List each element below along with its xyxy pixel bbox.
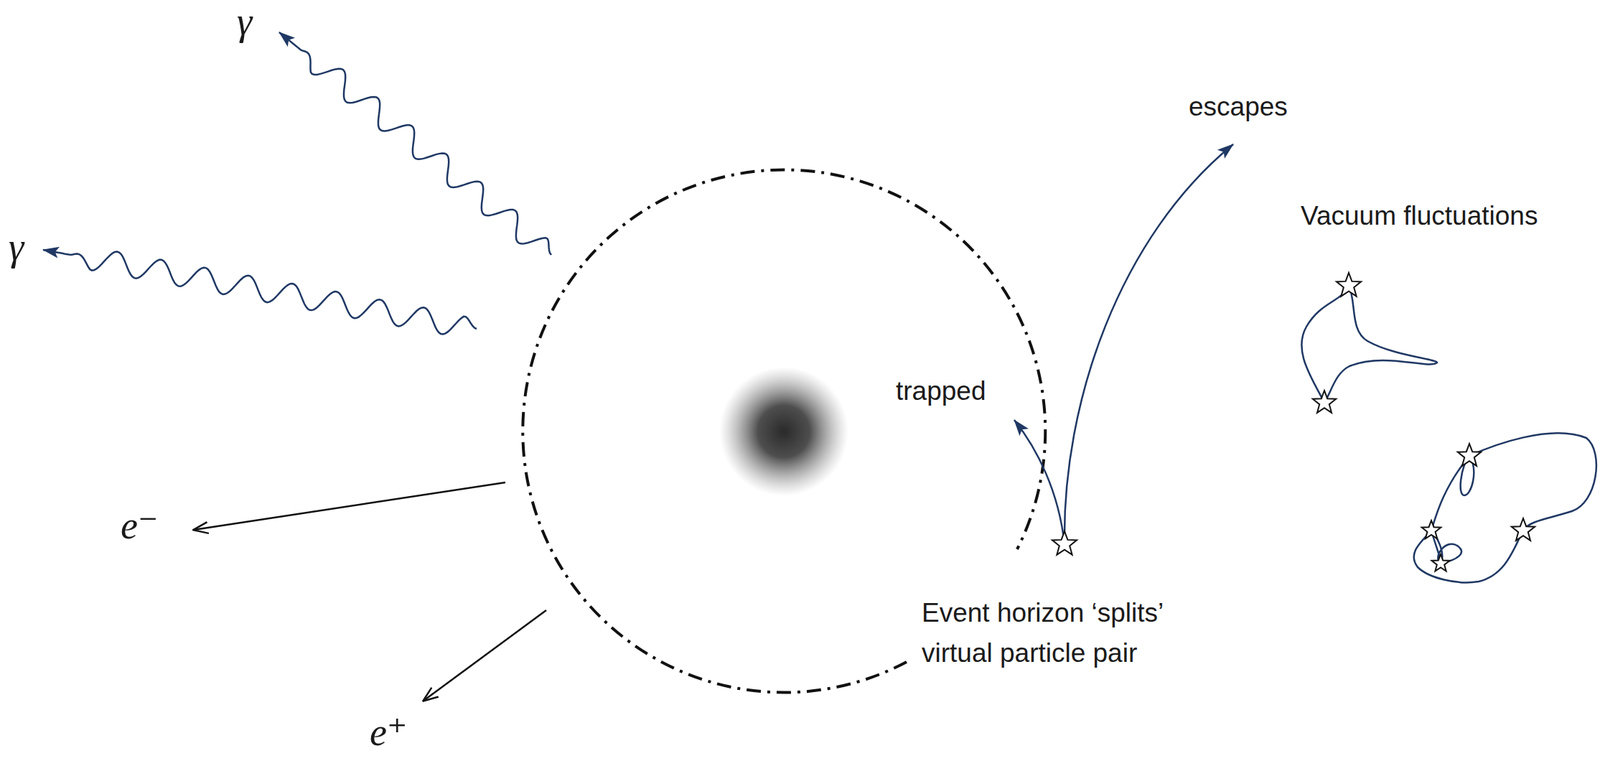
- electron-arrow: [193, 482, 506, 530]
- note-label: Event horizon ‘splits’ virtual particle …: [921, 592, 1231, 673]
- vacuum-loop: [1301, 285, 1438, 403]
- path-label: escapes: [1188, 91, 1288, 123]
- region-label: trapped: [895, 375, 987, 407]
- photon-wave: [279, 32, 552, 255]
- pair-star: [1511, 518, 1535, 541]
- pair-star: [1432, 554, 1450, 572]
- pair-events: [1052, 272, 1535, 572]
- particle-symbol: e⁺: [369, 709, 407, 756]
- particle-symbol: e⁻: [120, 502, 158, 550]
- positron-arrow: [423, 610, 547, 701]
- pair-star: [1312, 390, 1336, 413]
- black-hole: [719, 366, 849, 497]
- photon-wave: [43, 249, 477, 335]
- photons: [43, 32, 552, 335]
- trapped-path: [1014, 419, 1065, 545]
- photon-symbol: γ: [8, 223, 24, 271]
- pair-star: [1421, 520, 1442, 539]
- photon-symbol: γ: [236, 0, 252, 46]
- vacuum-loop: [1414, 432, 1597, 583]
- pair-star: [1336, 272, 1361, 297]
- pair-star: [1457, 443, 1481, 466]
- pair-star: [1052, 531, 1077, 555]
- escape-path: [1064, 144, 1234, 545]
- title-label: Vacuum fluctuations: [1300, 200, 1538, 232]
